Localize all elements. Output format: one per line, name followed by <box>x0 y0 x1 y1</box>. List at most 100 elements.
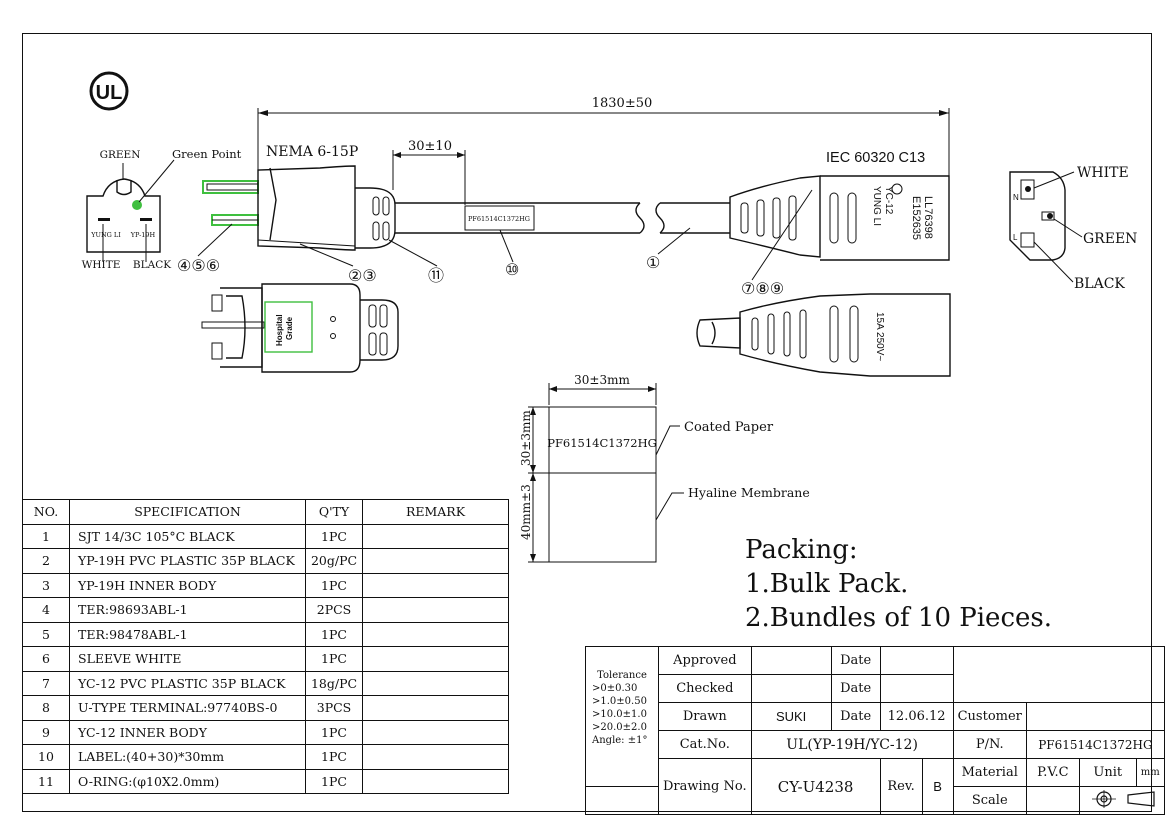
connector-rating: 15A 250V~ <box>874 312 885 361</box>
spec-no: 5 <box>22 621 70 647</box>
tolerance-title: Tolerance <box>597 670 647 681</box>
tolerance-line: >0±0.30 <box>592 683 638 694</box>
tolerance-line: Angle: ±1° <box>592 735 648 746</box>
approved-label: Approved <box>658 646 752 675</box>
callout-1: ① <box>646 253 660 272</box>
connector-face-drawing <box>1009 171 1083 283</box>
connector-marking-line1: YUNG LI <box>871 186 882 226</box>
spec-remark <box>362 523 509 549</box>
approved-value <box>750 646 832 675</box>
spec-no: 8 <box>22 695 70 721</box>
unit-label: Unit <box>1078 758 1137 787</box>
spec-no: 4 <box>22 597 70 623</box>
callout-11: ⑪ <box>428 266 444 285</box>
material-value: P.V.C <box>1025 758 1080 787</box>
spec-qty: 3PCS <box>305 695 363 721</box>
tolerance-line: >20.0±2.0 <box>592 722 647 733</box>
plug-black-label: BLACK <box>133 259 171 271</box>
overall-length-text: 1830±50 <box>592 96 653 111</box>
scale-label: Scale <box>952 786 1027 815</box>
title-block-blank <box>952 646 1165 703</box>
cable-label-text: PF61514C1372HG <box>468 215 530 223</box>
connector-face-n: N <box>1013 193 1019 202</box>
rev-label: Rev. <box>879 758 923 815</box>
spec-qty: 1PC <box>305 621 363 647</box>
drawn-by-value: SUKI <box>750 702 832 731</box>
plug-green-label: GREEN <box>100 149 141 161</box>
green-point-label: Green Point <box>172 147 242 161</box>
spec-text: SJT 14/3C 105°C BLACK <box>69 523 306 549</box>
spec-remark <box>362 768 509 794</box>
callout-10: ⑩ <box>505 260 519 279</box>
ul-logo: UL <box>89 71 129 111</box>
spec-text: YP-19H PVC PLASTIC 35P BLACK <box>69 548 306 574</box>
spec-remark <box>362 621 509 647</box>
drawn-label: Drawn <box>658 702 752 731</box>
plug-face-left-text: YUNG LI <box>90 231 121 239</box>
spec-qty: 1PC <box>305 768 363 794</box>
spec-remark <box>362 597 509 623</box>
ul-logo-text: UL <box>96 82 123 104</box>
projection-symbol <box>1078 786 1165 815</box>
pn-value: PF61514C1372HG <box>1025 730 1165 759</box>
spec-text: SLEEVE WHITE <box>69 646 306 672</box>
connector-white-label: WHITE <box>1077 165 1129 181</box>
connector-side-view <box>729 175 950 261</box>
customer-label: Customer <box>952 702 1027 731</box>
spec-qty: 18g/PC <box>305 670 363 696</box>
spec-qty: 1PC <box>305 744 363 770</box>
spec-text: O-RING:(φ10X2.0mm) <box>69 768 306 794</box>
checked-value <box>750 674 832 703</box>
label-bottom-height-text: 40mm±3 <box>519 484 533 540</box>
spec-qty: 1PC <box>305 646 363 672</box>
spec-text: YC-12 INNER BODY <box>69 719 306 745</box>
packing-line-2: 2.Bundles of 10 Pieces. <box>745 603 1052 633</box>
callout-4-5-6: ④⑤⑥ <box>177 256 220 275</box>
title-block: Tolerance >0±0.30 >1.0±0.50 >10.0±1.0 >2… <box>585 646 1165 815</box>
spec-header-qty: Q'TY <box>305 499 363 525</box>
connector-marking-line3: E152635 <box>910 196 922 240</box>
spec-no: 6 <box>22 646 70 672</box>
spec-remark <box>362 670 509 696</box>
connector-green-label: GREEN <box>1083 231 1137 247</box>
checked-date-value <box>879 674 954 703</box>
hospital-grade-plug-view <box>201 283 399 373</box>
spec-no: 10 <box>22 744 70 770</box>
projection-icon <box>1091 789 1155 808</box>
scale-value <box>1025 786 1080 815</box>
spec-remark <box>362 695 509 721</box>
tolerance-line: >10.0±1.0 <box>592 709 647 720</box>
approved-date-label: Date <box>830 646 881 675</box>
spec-qty: 1PC <box>305 572 363 598</box>
connector-face-l: L <box>1013 233 1018 242</box>
cat-no-label: Cat.No. <box>658 730 752 759</box>
cable <box>395 202 730 234</box>
spec-text: YC-12 PVC PLASTIC 35P BLACK <box>69 670 306 696</box>
unit-value: mm <box>1135 758 1165 787</box>
tolerance-spacer <box>585 786 659 815</box>
rev-value: B <box>921 758 954 815</box>
spec-no: 3 <box>22 572 70 598</box>
spec-no: 7 <box>22 670 70 696</box>
label-offset-dimension: 30±10 <box>392 139 466 205</box>
spec-header-row: NO. SPECIFICATION Q'TY REMARK <box>22 499 509 525</box>
cat-no-value: UL(YP-19H/YC-12) <box>750 730 954 759</box>
callout-leaders <box>197 189 813 281</box>
material-label: Material <box>952 758 1027 787</box>
label-offset-text: 30±10 <box>408 139 452 154</box>
spec-text: YP-19H INNER BODY <box>69 572 306 598</box>
packing-note: Packing: 1.Bulk Pack. 2.Bundles of 10 Pi… <box>745 533 1052 635</box>
spec-header-specification: SPECIFICATION <box>69 499 306 525</box>
drawing-no-value: CY-U4238 <box>750 758 881 815</box>
spec-no: 9 <box>22 719 70 745</box>
connector-marking-line2: YC-12 <box>883 186 894 215</box>
